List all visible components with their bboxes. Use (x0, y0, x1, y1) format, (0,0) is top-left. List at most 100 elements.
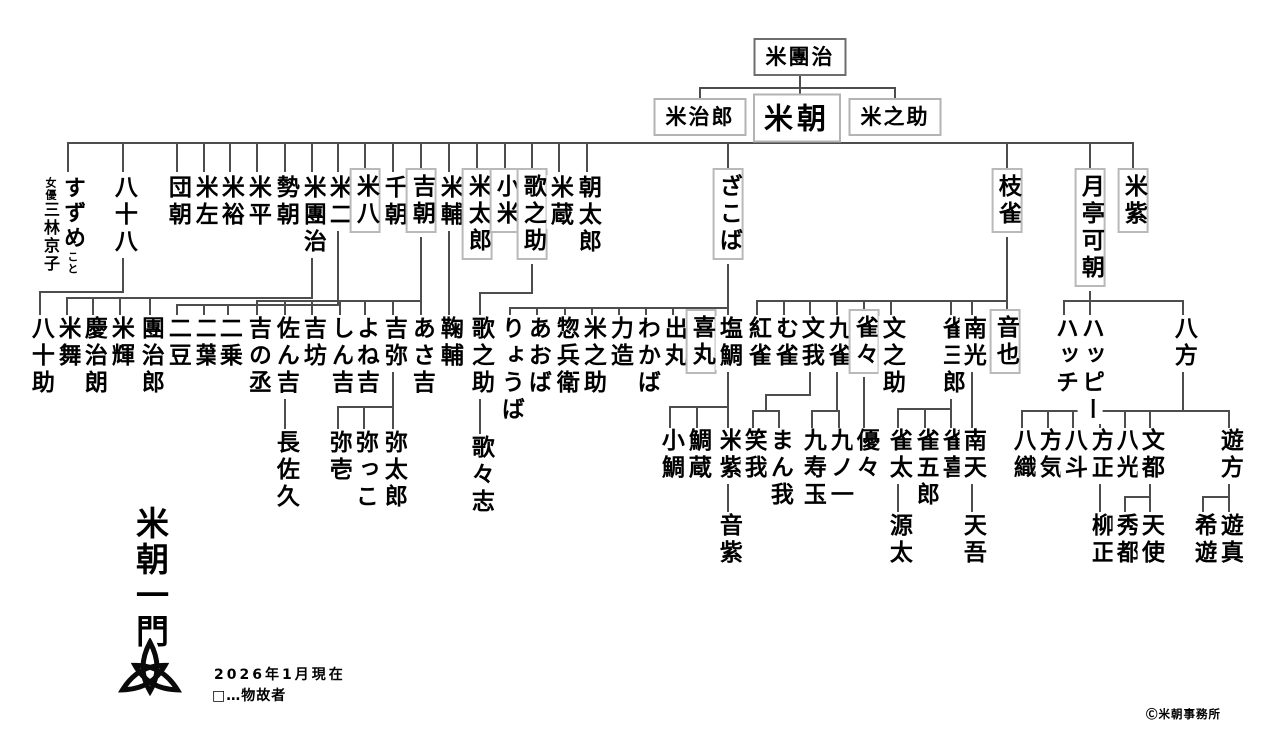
person-nanten: 南天 (959, 428, 986, 482)
tree-line (756, 300, 1008, 302)
person-jakugoro: 雀五郎 (912, 428, 939, 509)
person-otoshi: 音紫 (715, 513, 742, 567)
person-yoneki: 米輝 (107, 316, 134, 370)
tree-line (364, 143, 366, 172)
tree-line (256, 301, 258, 315)
tree-line (809, 372, 811, 395)
tree-line (1006, 237, 1008, 315)
tree-line (836, 372, 838, 411)
tree-line (1228, 411, 1230, 429)
tree-line (950, 399, 952, 429)
tree-line (727, 484, 729, 512)
tree-line (799, 69, 801, 88)
person-yonesuke: 米輔 (436, 175, 463, 229)
person-shinkichi: しん吉 (327, 316, 354, 397)
tree-line (669, 406, 729, 408)
tree-line (778, 411, 780, 429)
tree-line (203, 143, 205, 172)
tree-line (765, 395, 767, 411)
tree-line (39, 291, 124, 293)
person-shoga: 笑我 (740, 428, 767, 482)
tree-line (311, 301, 313, 315)
person-yonejiro: 米治郎 (653, 98, 747, 136)
tree-line (284, 399, 286, 429)
tree-line (727, 264, 729, 315)
person-zakoba: ざこば (712, 168, 744, 260)
person-happo: 八方 (1170, 316, 1197, 370)
tree-line (39, 292, 41, 315)
tree-line (863, 301, 865, 315)
person-mujaku: む雀 (771, 316, 798, 370)
tree-line (591, 308, 593, 315)
person-yonedanji-1: 米團治 (753, 38, 847, 76)
tree-line (92, 298, 94, 315)
tree-line (1089, 291, 1091, 315)
person-yataro: 弥太郎 (380, 430, 407, 511)
tree-line (176, 305, 178, 315)
tree-line (1202, 497, 1204, 512)
tree-line (564, 308, 566, 315)
person-yoneyu: 米裕 (217, 175, 244, 229)
tree-line (448, 143, 450, 172)
person-kiyu: 希遊 (1190, 513, 1217, 567)
tree-line (836, 301, 838, 315)
person-demaru: 出丸 (660, 316, 687, 370)
person-sencho: 千朝 (380, 175, 407, 229)
tree-line (448, 231, 450, 315)
person-yonehachi: 米八 (349, 168, 381, 233)
school-title-calligraphy: 米朝一門 (130, 506, 170, 650)
tree-line (420, 237, 422, 315)
tree-line (311, 258, 313, 298)
tree-line (890, 301, 892, 315)
tree-line (504, 143, 506, 172)
tree-line (924, 409, 926, 429)
tree-line (1089, 143, 1091, 172)
tree-line (363, 407, 365, 429)
tree-line (1047, 411, 1049, 429)
person-aoba: あおば (524, 316, 551, 397)
person-yonesa: 米左 (191, 175, 218, 229)
copyright-note: Ⓒ米朝事務所 (1146, 707, 1221, 721)
tree-line (66, 297, 313, 299)
tree-line (122, 143, 124, 172)
person-koyone: 小米 (489, 168, 521, 233)
person-bunga: 文我 (797, 316, 824, 370)
person-yakko: 弥っこ (351, 430, 378, 511)
tree-line (558, 143, 560, 172)
tree-line (950, 301, 952, 315)
person-yonemai: 米舞 (54, 316, 81, 370)
tree-line (1072, 411, 1074, 429)
tree-line (1202, 496, 1230, 498)
tree-line (971, 484, 973, 512)
tree-line (645, 308, 647, 315)
person-yonetaro: 米太郎 (461, 168, 493, 260)
tree-line (531, 264, 533, 293)
tree-line (67, 143, 69, 172)
tree-line (672, 308, 674, 315)
tree-line (256, 143, 258, 172)
as-of-date-note: 2026年1月現在 (214, 667, 346, 683)
tree-line (66, 298, 68, 315)
tree-line (229, 143, 231, 172)
tree-line (67, 142, 1134, 144)
person-sankichi: 佐ん吉 (272, 316, 299, 397)
person-yoneji: 米二 (325, 175, 352, 229)
person-kunoichi: 九ノ一 (826, 428, 853, 509)
tree-line (1149, 497, 1151, 512)
person-kujaku: 九雀 (824, 316, 851, 370)
tree-line (756, 301, 758, 315)
person-tengo: 天吾 (959, 513, 986, 567)
person-taizo: 鯛蔵 (684, 428, 711, 482)
person-wakaba: わかば (633, 316, 660, 397)
person-utanosuke-2: 歌之助 (516, 168, 548, 260)
person-haori: 八織 (1009, 428, 1036, 482)
tree-line (420, 143, 422, 172)
tree-line (752, 411, 754, 429)
person-yonenosuke-4: 米之助 (579, 316, 606, 397)
person-yasosuke: 八十助 (27, 316, 54, 397)
tree-line (337, 231, 339, 305)
tree-line (1063, 301, 1065, 315)
tree-line (811, 410, 840, 412)
tree-line (337, 407, 339, 429)
